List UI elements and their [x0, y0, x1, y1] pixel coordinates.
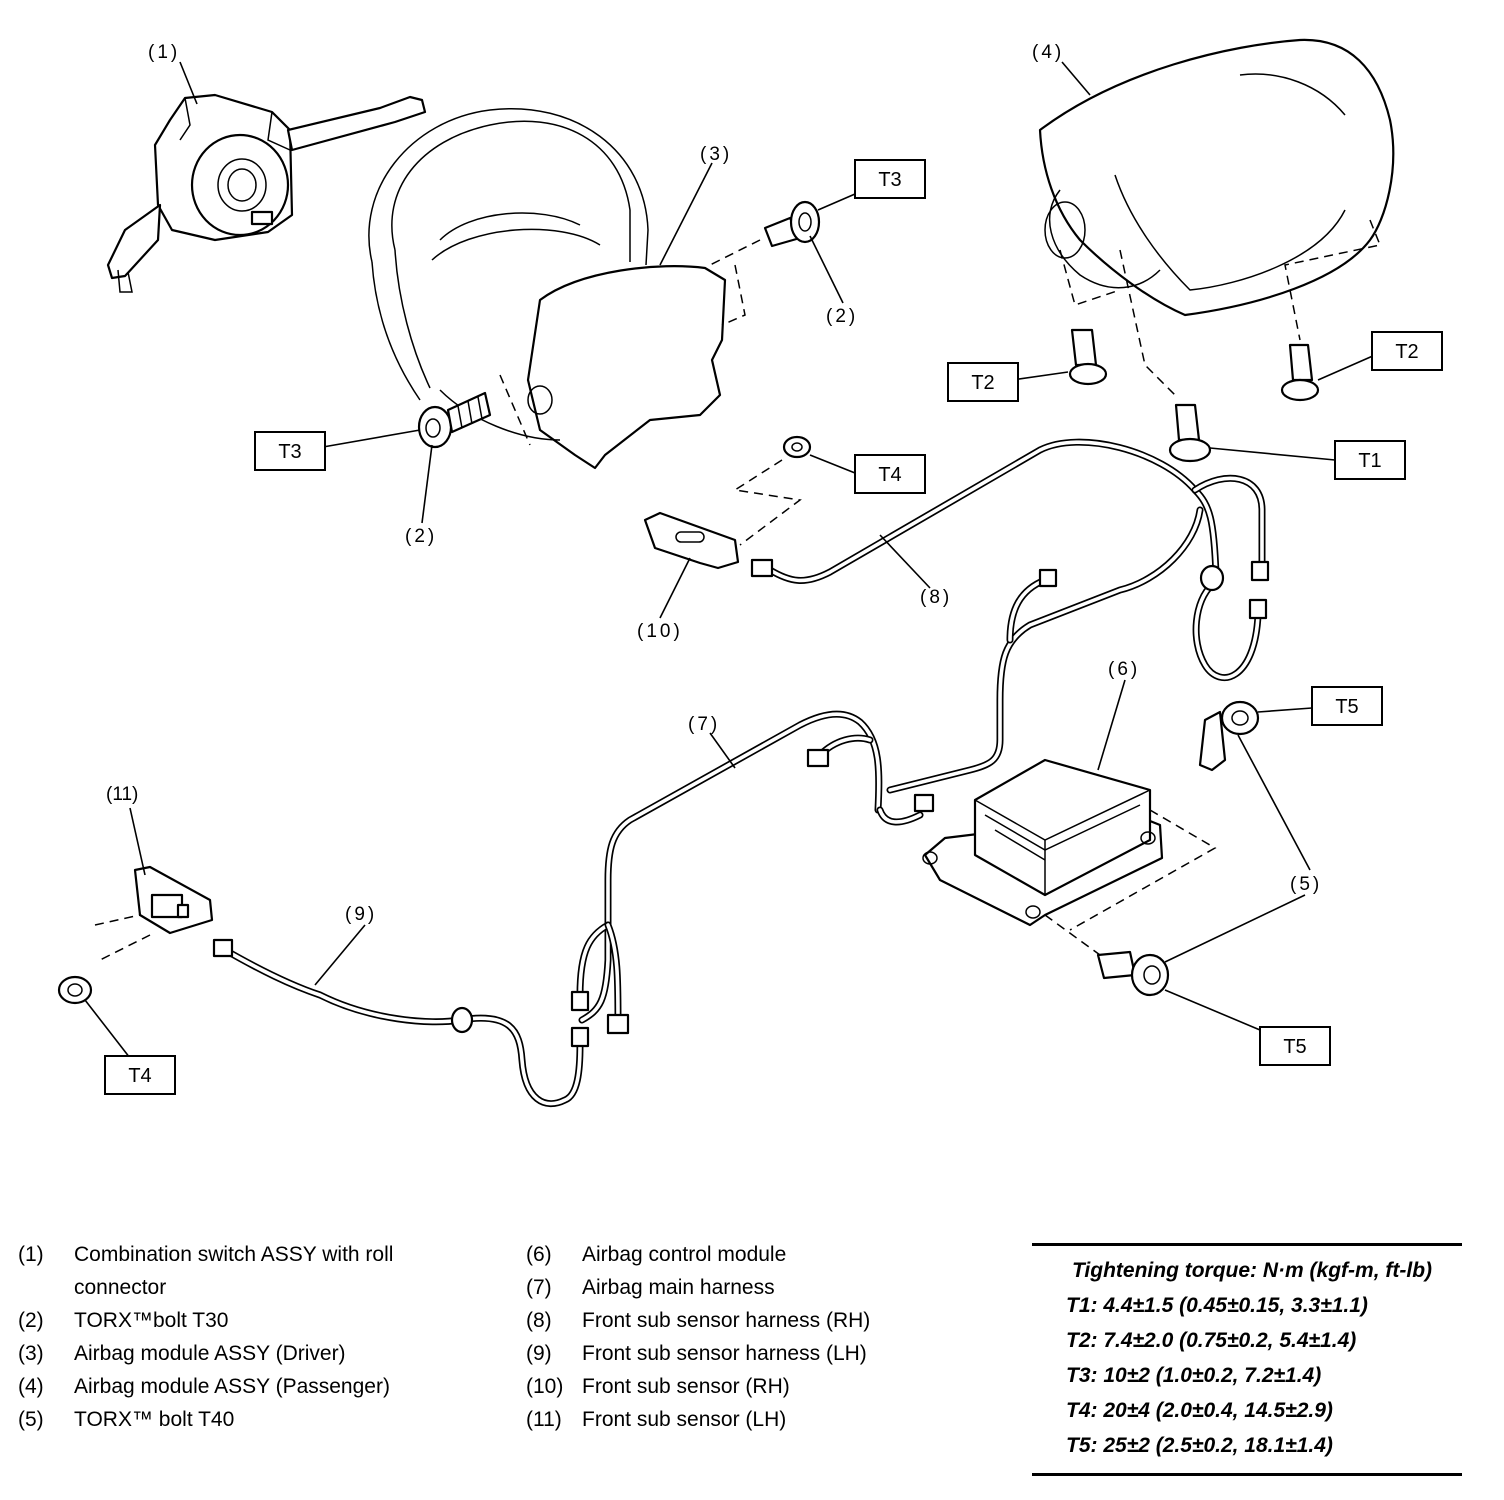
torque-row-t4: T4: 20±4 (2.0±0.4, 14.5±2.9) — [1066, 1399, 1333, 1422]
torque-label-t5-upper: T5 — [1311, 686, 1383, 726]
legend-item: (7)Airbag main harness — [526, 1276, 775, 1299]
svg-text:T4: T4 — [878, 464, 901, 486]
svg-text:T2: T2 — [971, 372, 994, 394]
legend-item: (6)Airbag control module — [526, 1243, 787, 1266]
legend-item: (9)Front sub sensor harness (LH) — [526, 1342, 867, 1365]
torx-bolts-passenger — [1068, 328, 1320, 463]
torque-row-t1: T1: 4.4±1.5 (0.45±0.15, 3.3±1.1) — [1066, 1294, 1368, 1317]
callout-2-lower: (2) — [405, 526, 437, 547]
torque-row-t3: T3: 10±2 (1.0±0.2, 7.2±1.4) — [1066, 1364, 1322, 1387]
legend-item: (2)TORX™bolt T30 — [18, 1309, 229, 1332]
front-sub-sensor-lh-drawing — [57, 865, 214, 1005]
torque-table-title: Tightening torque: N·m (kgf-m, ft-lb) — [1071, 1259, 1433, 1282]
svg-text:T3: T3 — [278, 441, 301, 463]
legend-item: (4)Airbag module ASSY (Passenger) — [18, 1375, 390, 1398]
callout-7: (7) — [688, 714, 720, 735]
callout-2-upper: (2) — [826, 306, 858, 327]
callout-8: (8) — [920, 587, 952, 608]
callout-1: (1) — [148, 42, 180, 63]
torx-bolt-t30-upper — [709, 200, 821, 266]
legend-item: (10)Front sub sensor (RH) — [526, 1375, 790, 1398]
svg-text:T5: T5 — [1283, 1036, 1306, 1058]
torque-label-t4-lower: T4 — [104, 1055, 176, 1095]
torx-bolt-t40-drawing — [1044, 700, 1260, 997]
svg-text:T2: T2 — [1395, 341, 1418, 363]
callout-4: (4) — [1032, 42, 1064, 63]
leader-lines — [84, 61, 1376, 1059]
callout-10: (10) — [637, 621, 683, 642]
callout-3: (3) — [700, 144, 732, 165]
torque-label-t3-upper: T3 — [854, 159, 926, 199]
front-sub-sensor-rh-drawing — [643, 435, 812, 570]
combination-switch-drawing — [106, 93, 427, 293]
legend-item: (3)Airbag module ASSY (Driver) — [18, 1342, 346, 1365]
torque-label-t2-right: T2 — [1371, 331, 1443, 371]
tightening-torque-table: Tightening torque: N·m (kgf-m, ft-lb) T1… — [1032, 1243, 1462, 1476]
harness-wiring — [212, 438, 1270, 1108]
torque-label-t5-lower: T5 — [1259, 1026, 1331, 1066]
callout-6: (6) — [1108, 659, 1140, 680]
exploded-parts-diagram: (1) (3) (4) (2) (2) (10) (8) (6) (7) (5)… — [57, 38, 1443, 1108]
svg-text:T4: T4 — [128, 1065, 151, 1087]
torque-row-t2: T2: 7.4±2.0 (0.75±0.2, 5.4±1.4) — [1066, 1329, 1357, 1352]
svg-text:T1: T1 — [1358, 450, 1381, 472]
parts-legend-column-2: (6)Airbag control module (7)Airbag main … — [526, 1238, 966, 1436]
torx-bolt-t30-lower — [417, 391, 492, 449]
callout-9: (9) — [345, 904, 377, 925]
legend-item: (5)TORX™ bolt T40 — [18, 1408, 235, 1431]
callout-11: (11) — [106, 784, 138, 805]
legend-item: (1)Combination switch ASSY with roll con… — [18, 1243, 394, 1299]
svg-text:T3: T3 — [878, 169, 901, 191]
legend-item: (11)Front sub sensor (LH) — [526, 1408, 787, 1431]
torque-row-t5: T5: 25±2 (2.5±0.2, 18.1±1.4) — [1066, 1434, 1333, 1457]
svg-text:T5: T5 — [1335, 696, 1358, 718]
callout-5: (5) — [1290, 874, 1322, 895]
legend-item: (8)Front sub sensor harness (RH) — [526, 1309, 871, 1332]
passenger-airbag-drawing — [1038, 38, 1395, 396]
airbag-control-module-drawing — [922, 758, 1217, 931]
torque-label-t1: T1 — [1334, 440, 1406, 480]
driver-airbag-drawing — [368, 108, 746, 470]
torque-label-t2-left: T2 — [947, 362, 1019, 402]
torque-label-t3-lower: T3 — [254, 431, 326, 471]
parts-legend-column-1: (1)Combination switch ASSY with roll con… — [18, 1238, 448, 1436]
torque-label-t4-upper: T4 — [854, 454, 926, 494]
